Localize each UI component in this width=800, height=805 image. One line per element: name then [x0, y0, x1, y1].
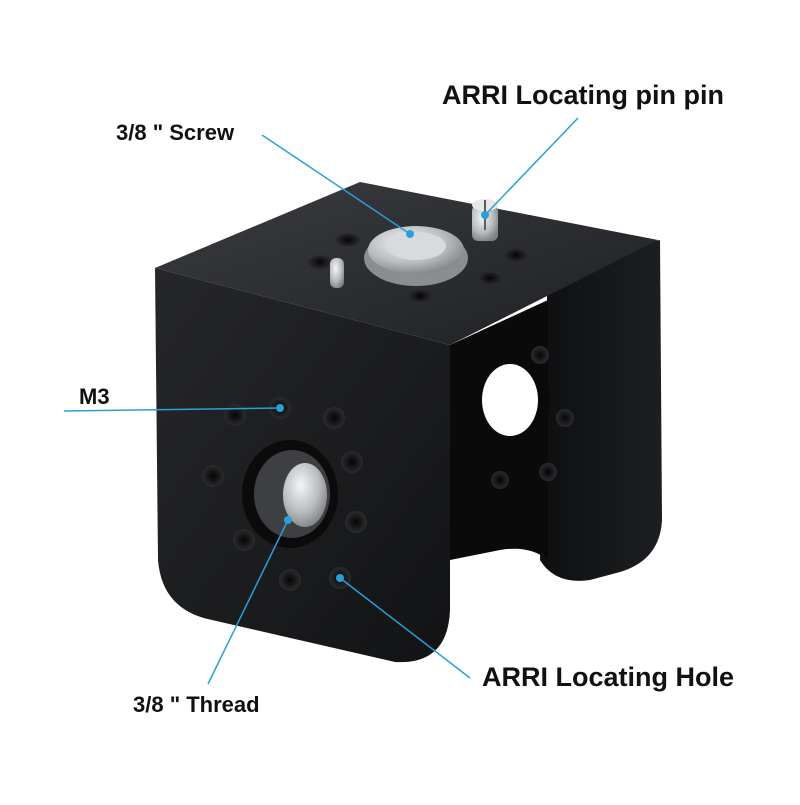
callout-line-thread [207, 519, 289, 685]
callout-line-arri-hole [339, 577, 471, 679]
callout-line-arri-pin [484, 117, 579, 216]
clamp-right-leg [540, 240, 662, 581]
callout-dot-m3 [276, 404, 284, 412]
label-thread: 3/8 " Thread [133, 692, 260, 717]
label-m3: M3 [79, 384, 110, 409]
callout-line-screw [261, 134, 411, 235]
callout-dot-arri-pin [481, 211, 489, 219]
callout-line-m3 [63, 407, 281, 412]
side-bore [470, 346, 574, 489]
callout-dot-arri-hole [336, 574, 344, 582]
screw-head [330, 226, 468, 288]
label-screw: 3/8 " Screw [116, 120, 235, 145]
thread-bore [242, 440, 338, 548]
callout-lines [63, 117, 579, 685]
locating-pin [472, 199, 498, 241]
callout-dot-screw [406, 230, 414, 238]
label-arri-locating-hole: ARRI Locating Hole [482, 662, 735, 692]
label-arri-locating-pin: ARRI Locating pin pin [442, 80, 724, 110]
callout-dot-thread [284, 516, 292, 524]
